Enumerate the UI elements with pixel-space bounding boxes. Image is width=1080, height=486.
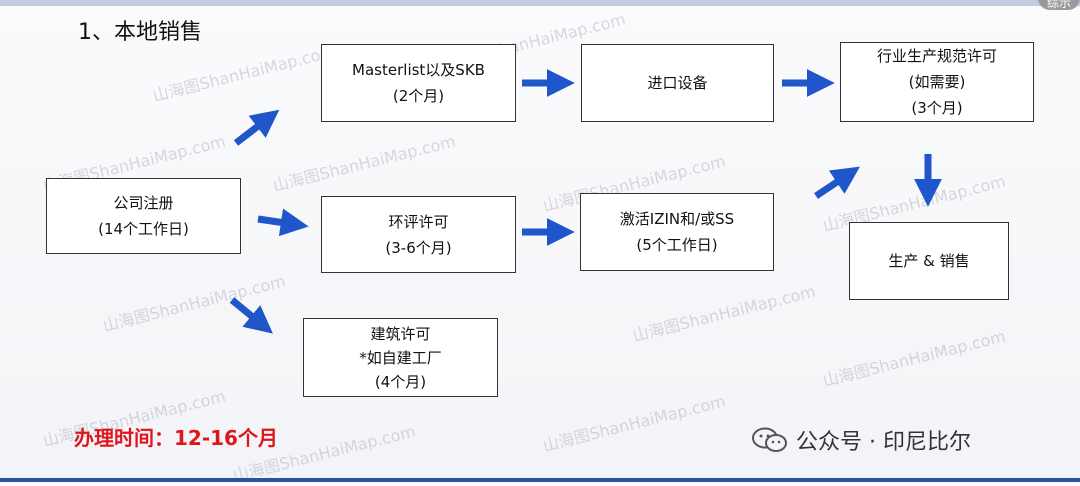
arrow-izin-to-industry [814,166,860,199]
wechat-account: 公众号 · 印尼比尔 [752,424,971,456]
box-company-registration: 公司注册 (14个工作日) [46,178,241,254]
box-duration: (3-6个月) [385,238,452,257]
box-production-sales: 生产 & 销售 [849,222,1009,300]
box-import-equipment: 进口设备 [581,44,774,122]
box-title: 进口设备 [647,74,708,92]
arrow-company-to-env [257,208,309,237]
box-duration: (4个月) [374,372,427,391]
box-note: *如自建工厂 [359,348,442,367]
box-industry-license: 行业生产规范许可 (如需要) (3个月) [840,42,1034,122]
box-note: (如需要) [908,73,966,91]
top-strip [0,0,1080,6]
box-title: 生产 & 销售 [888,252,970,270]
corner-button[interactable]: 综示 [1038,0,1080,10]
box-duration: (3个月) [911,99,963,117]
box-title: 行业生产规范许可 [876,47,997,65]
wechat-icon [752,427,788,453]
box-title: 环评许可 [388,212,449,231]
processing-time-note: 办理时间：12-16个月 [74,426,278,450]
box-activate-izin: 激活IZIN和/或SS (5个工作日) [580,193,774,271]
page-title: 1、本地销售 [78,20,202,45]
box-duration: (2个月) [392,87,445,105]
box-masterlist-skb: Masterlist以及SKB (2个月) [321,44,516,122]
box-title: 公司注册 [113,194,174,212]
box-building-permit: 建筑许可 *如自建工厂 (4个月) [303,318,498,397]
wechat-label: 公众号 · 印尼比尔 [796,430,971,455]
arrow-company-to-building [229,297,273,334]
box-title: Masterlist以及SKB [352,61,485,79]
box-title: 建筑许可 [370,324,431,343]
box-environmental-permit: 环评许可 (3-6个月) [321,196,516,273]
box-title: 激活IZIN和/或SS [619,210,735,228]
arrow-company-to-masterlist [233,109,280,146]
box-duration: (5个工作日) [636,236,718,254]
box-duration: (14个工作日) [98,220,189,238]
bottom-bar [0,478,1080,482]
